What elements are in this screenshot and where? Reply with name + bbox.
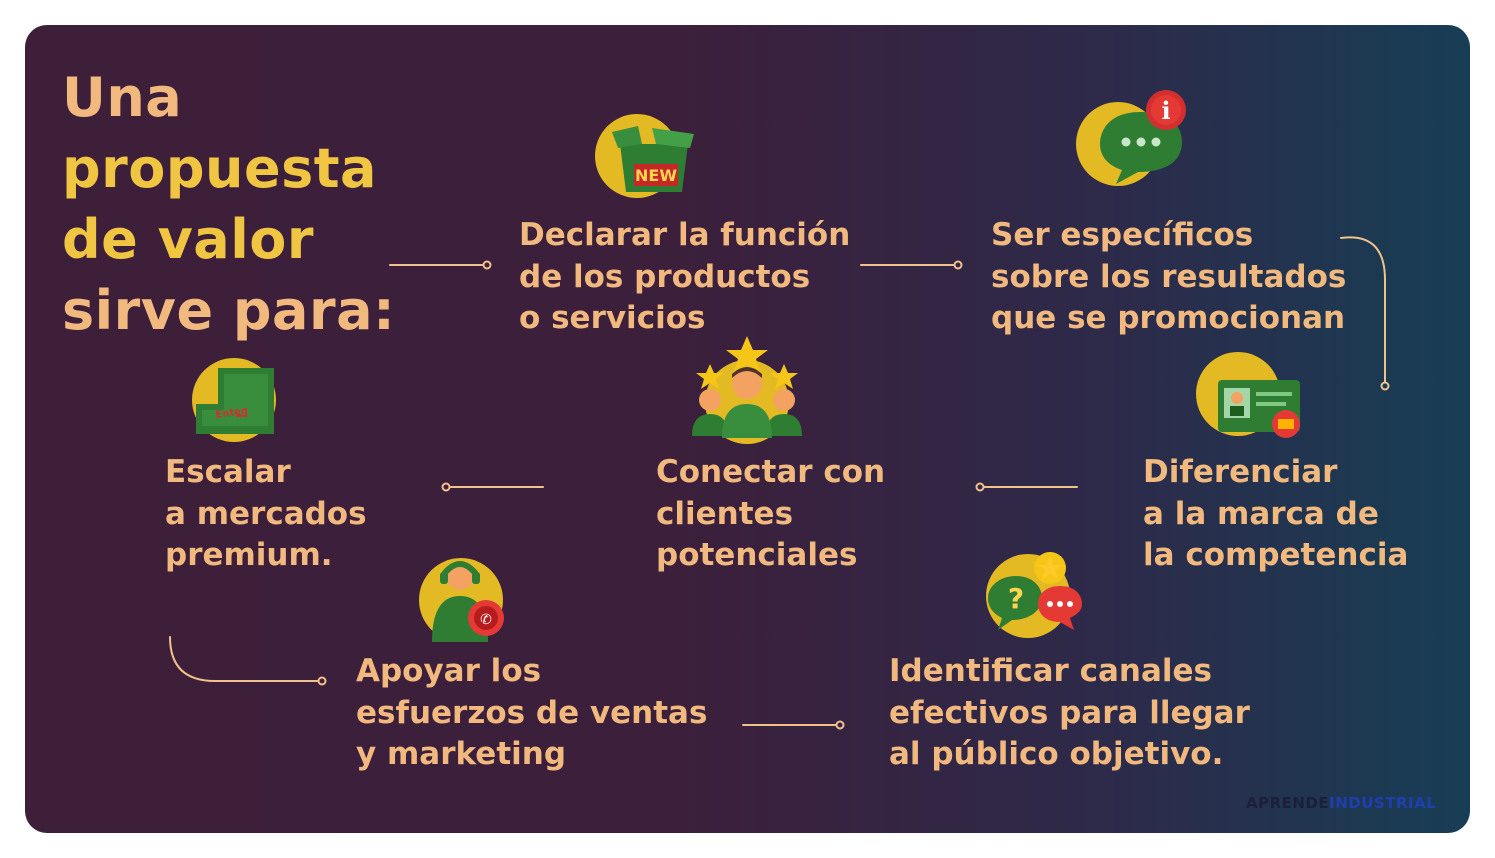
item-identificar-line-2: efectivos para llegar [889, 694, 1250, 731]
item-diferenciar-line-3: la competencia [1143, 537, 1409, 573]
svg-text:✆: ✆ [480, 612, 492, 628]
item-diferenciar-line-2: a la marca de [1143, 495, 1379, 532]
item-apoyar-line-2: esfuerzos de ventas [356, 694, 708, 731]
connector-title-to-declarar [389, 260, 492, 270]
item-especificos-line-2: sobre los resultados [991, 258, 1347, 295]
title-line-1: Una [62, 66, 183, 129]
watermark-part-1: APRENDE [1246, 794, 1330, 812]
connector-conectar-to-escalar [441, 482, 544, 492]
item-identificar-line-1: Identificar canales [889, 653, 1213, 689]
item-escalar: Escalar a mercados premium. [165, 452, 367, 577]
item-apoyar-line-1: Apoyar los [356, 653, 542, 689]
people-stars-icon [692, 336, 802, 444]
svg-text:i: i [1161, 96, 1170, 125]
item-especificos: Ser específicos sobre los resultados que… [991, 215, 1346, 340]
item-conectar-line-3: potenciales [656, 537, 858, 573]
item-identificar-line-3: al público objetivo. [889, 736, 1224, 772]
item-conectar: Conectar con clientes potenciales [656, 452, 885, 577]
item-declarar-line-3: o servicios [519, 300, 706, 336]
item-escalar-line-2: a mercados [165, 495, 367, 532]
title-line-2: propuesta [62, 137, 377, 200]
watermark-part-2: INDUSTRIAL [1329, 794, 1437, 812]
new-box-icon: NEW [595, 114, 694, 198]
watermark-logo: APRENDEINDUSTRIAL [1246, 794, 1436, 812]
support-agent-icon: ✆ [419, 558, 504, 642]
connector-escalar-to-apoyar [169, 636, 327, 686]
item-diferenciar-line-1: Diferenciar [1143, 454, 1338, 490]
item-especificos-line-3: que se promocionan [991, 300, 1346, 336]
connector-declarar-to-especificos [860, 260, 963, 270]
item-especificos-line-1: Ser específicos [991, 217, 1254, 253]
id-card-icon [1196, 352, 1300, 438]
chat-question-icon: ? [986, 552, 1082, 638]
svg-text:NEW: NEW [635, 166, 677, 185]
item-declarar: Declarar la función de los productos o s… [519, 215, 850, 340]
chat-info-icon: i [1076, 90, 1186, 186]
main-title: Una propuesta de valor sirve para: [62, 62, 395, 346]
connector-apoyar-to-identificar [742, 720, 845, 730]
item-apoyar: Apoyar los esfuerzos de ventas y marketi… [356, 651, 707, 776]
item-escalar-line-3: premium. [165, 537, 333, 573]
item-declarar-line-1: Declarar la función [519, 217, 851, 253]
connector-diferenciar-to-conectar [975, 482, 1078, 492]
item-diferenciar: Diferenciar a la marca de la competencia [1143, 452, 1408, 577]
item-declarar-line-2: de los productos [519, 258, 811, 295]
title-line-4: sirve para: [62, 279, 396, 342]
svg-text:?: ? [1008, 582, 1024, 615]
enter-key-icon: Enter [192, 358, 276, 442]
item-identificar: Identificar canales efectivos para llega… [889, 651, 1250, 776]
item-escalar-line-1: Escalar [165, 454, 291, 490]
item-apoyar-line-3: y marketing [356, 736, 567, 772]
title-line-3: de valor [62, 208, 314, 271]
item-conectar-line-1: Conectar con [656, 454, 886, 490]
svg-text:Enter: Enter [215, 406, 247, 421]
item-conectar-line-2: clientes [656, 495, 794, 532]
connector-especificos-to-diferenciar [1340, 236, 1390, 391]
